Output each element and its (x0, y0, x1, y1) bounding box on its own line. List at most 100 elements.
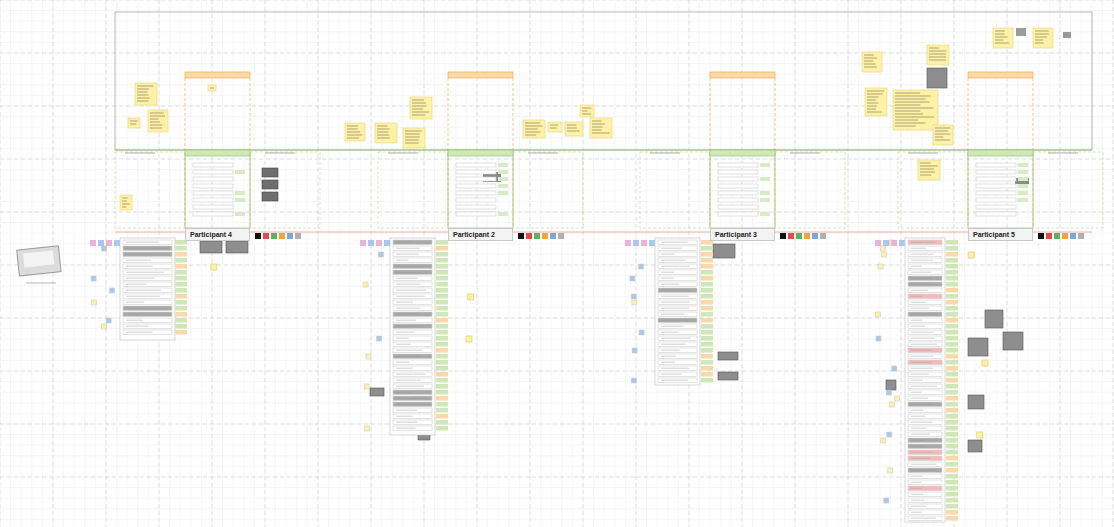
code-tag (946, 480, 958, 485)
code-tag (701, 354, 713, 359)
section-divider (115, 232, 1092, 233)
sample-tag (235, 170, 245, 174)
note-row (908, 324, 942, 329)
note-row (908, 372, 942, 377)
note-row (123, 312, 172, 317)
scribble-text (396, 344, 411, 345)
grid-line (869, 0, 870, 527)
scribble-text (911, 302, 926, 303)
scribble-text (396, 308, 420, 309)
note-chip (875, 312, 880, 317)
colour-swatch (1062, 233, 1068, 239)
note-chip (630, 276, 635, 281)
note-row (393, 354, 432, 359)
grid-line (901, 0, 902, 527)
note-row (393, 258, 432, 263)
sample-box (185, 152, 250, 228)
sample-box (115, 152, 185, 228)
scribble-text (150, 122, 160, 123)
scribble-text (347, 135, 362, 136)
code-tag (946, 414, 958, 419)
scribble-text (935, 137, 943, 138)
scribble-text (995, 31, 1005, 32)
code-tag (946, 450, 958, 455)
sample-box (775, 152, 845, 228)
code-tag (946, 396, 958, 401)
scribble-text (525, 135, 536, 136)
note-row (658, 294, 697, 299)
scribble-text (412, 106, 427, 107)
code-tag (436, 288, 448, 293)
scribble-text (911, 416, 925, 417)
code-tag (701, 366, 713, 371)
code-tag (701, 264, 713, 269)
colour-swatch (1078, 233, 1084, 239)
grid-major-line (1007, 0, 1008, 527)
sticky-note (375, 123, 397, 143)
grid-line (381, 0, 382, 527)
sample-row (456, 205, 496, 209)
note-chip (977, 432, 983, 438)
note-row (908, 480, 942, 485)
code-tag (436, 264, 448, 269)
scribble-text (126, 302, 144, 303)
photo (718, 372, 738, 380)
note-row (393, 342, 432, 347)
grid-line (763, 0, 764, 527)
sample-tag (1018, 198, 1028, 202)
scribble-text (396, 380, 421, 381)
scribble-text (150, 116, 165, 117)
scribble-text (911, 338, 934, 339)
colour-swatch (263, 233, 269, 239)
sample-tag (498, 163, 508, 167)
code-tag (701, 276, 713, 281)
sample-tag (498, 212, 508, 216)
scribble-text (920, 172, 935, 173)
note-row (123, 324, 172, 329)
note-chip (878, 264, 883, 269)
grid-major-line (371, 0, 372, 527)
grid-line (0, 159, 1114, 160)
note-row (658, 342, 697, 347)
scribble-text (895, 123, 926, 124)
code-tag (946, 420, 958, 425)
sample-row (976, 205, 1016, 209)
code-tag (436, 324, 448, 329)
sample-row (193, 191, 233, 195)
scribble-text (864, 55, 874, 56)
note-chip (632, 348, 637, 353)
scribble-text (1035, 37, 1047, 38)
colour-swatch (279, 233, 285, 239)
grid-line (1017, 0, 1018, 527)
note-row (908, 240, 942, 245)
sample-tag (760, 212, 770, 216)
scribble-text (396, 314, 419, 315)
note-row (908, 462, 942, 467)
scribble-text (126, 308, 143, 309)
scribble-text (867, 106, 877, 107)
scribble-text (911, 374, 929, 375)
code-tag (946, 252, 958, 257)
note-row (393, 282, 432, 287)
scribble-text (895, 111, 920, 112)
note-chip (887, 432, 892, 437)
scribble-text (911, 332, 933, 333)
code-tag (946, 270, 958, 275)
sticky-notes (120, 28, 1071, 210)
note-row (908, 378, 942, 383)
note-row (908, 264, 942, 269)
sample-tag (1018, 177, 1028, 181)
sample-row (718, 198, 758, 202)
scribble-text (911, 260, 933, 261)
code-tag (436, 312, 448, 317)
scribble-text (150, 119, 158, 120)
scribble-text (911, 386, 937, 387)
scribble-text (920, 169, 934, 170)
scribble-text (867, 100, 876, 101)
scribble-text (412, 109, 423, 110)
note-row (908, 402, 942, 407)
code-tag (436, 360, 448, 365)
scribble-text (911, 464, 936, 465)
colour-swatch (360, 240, 366, 246)
